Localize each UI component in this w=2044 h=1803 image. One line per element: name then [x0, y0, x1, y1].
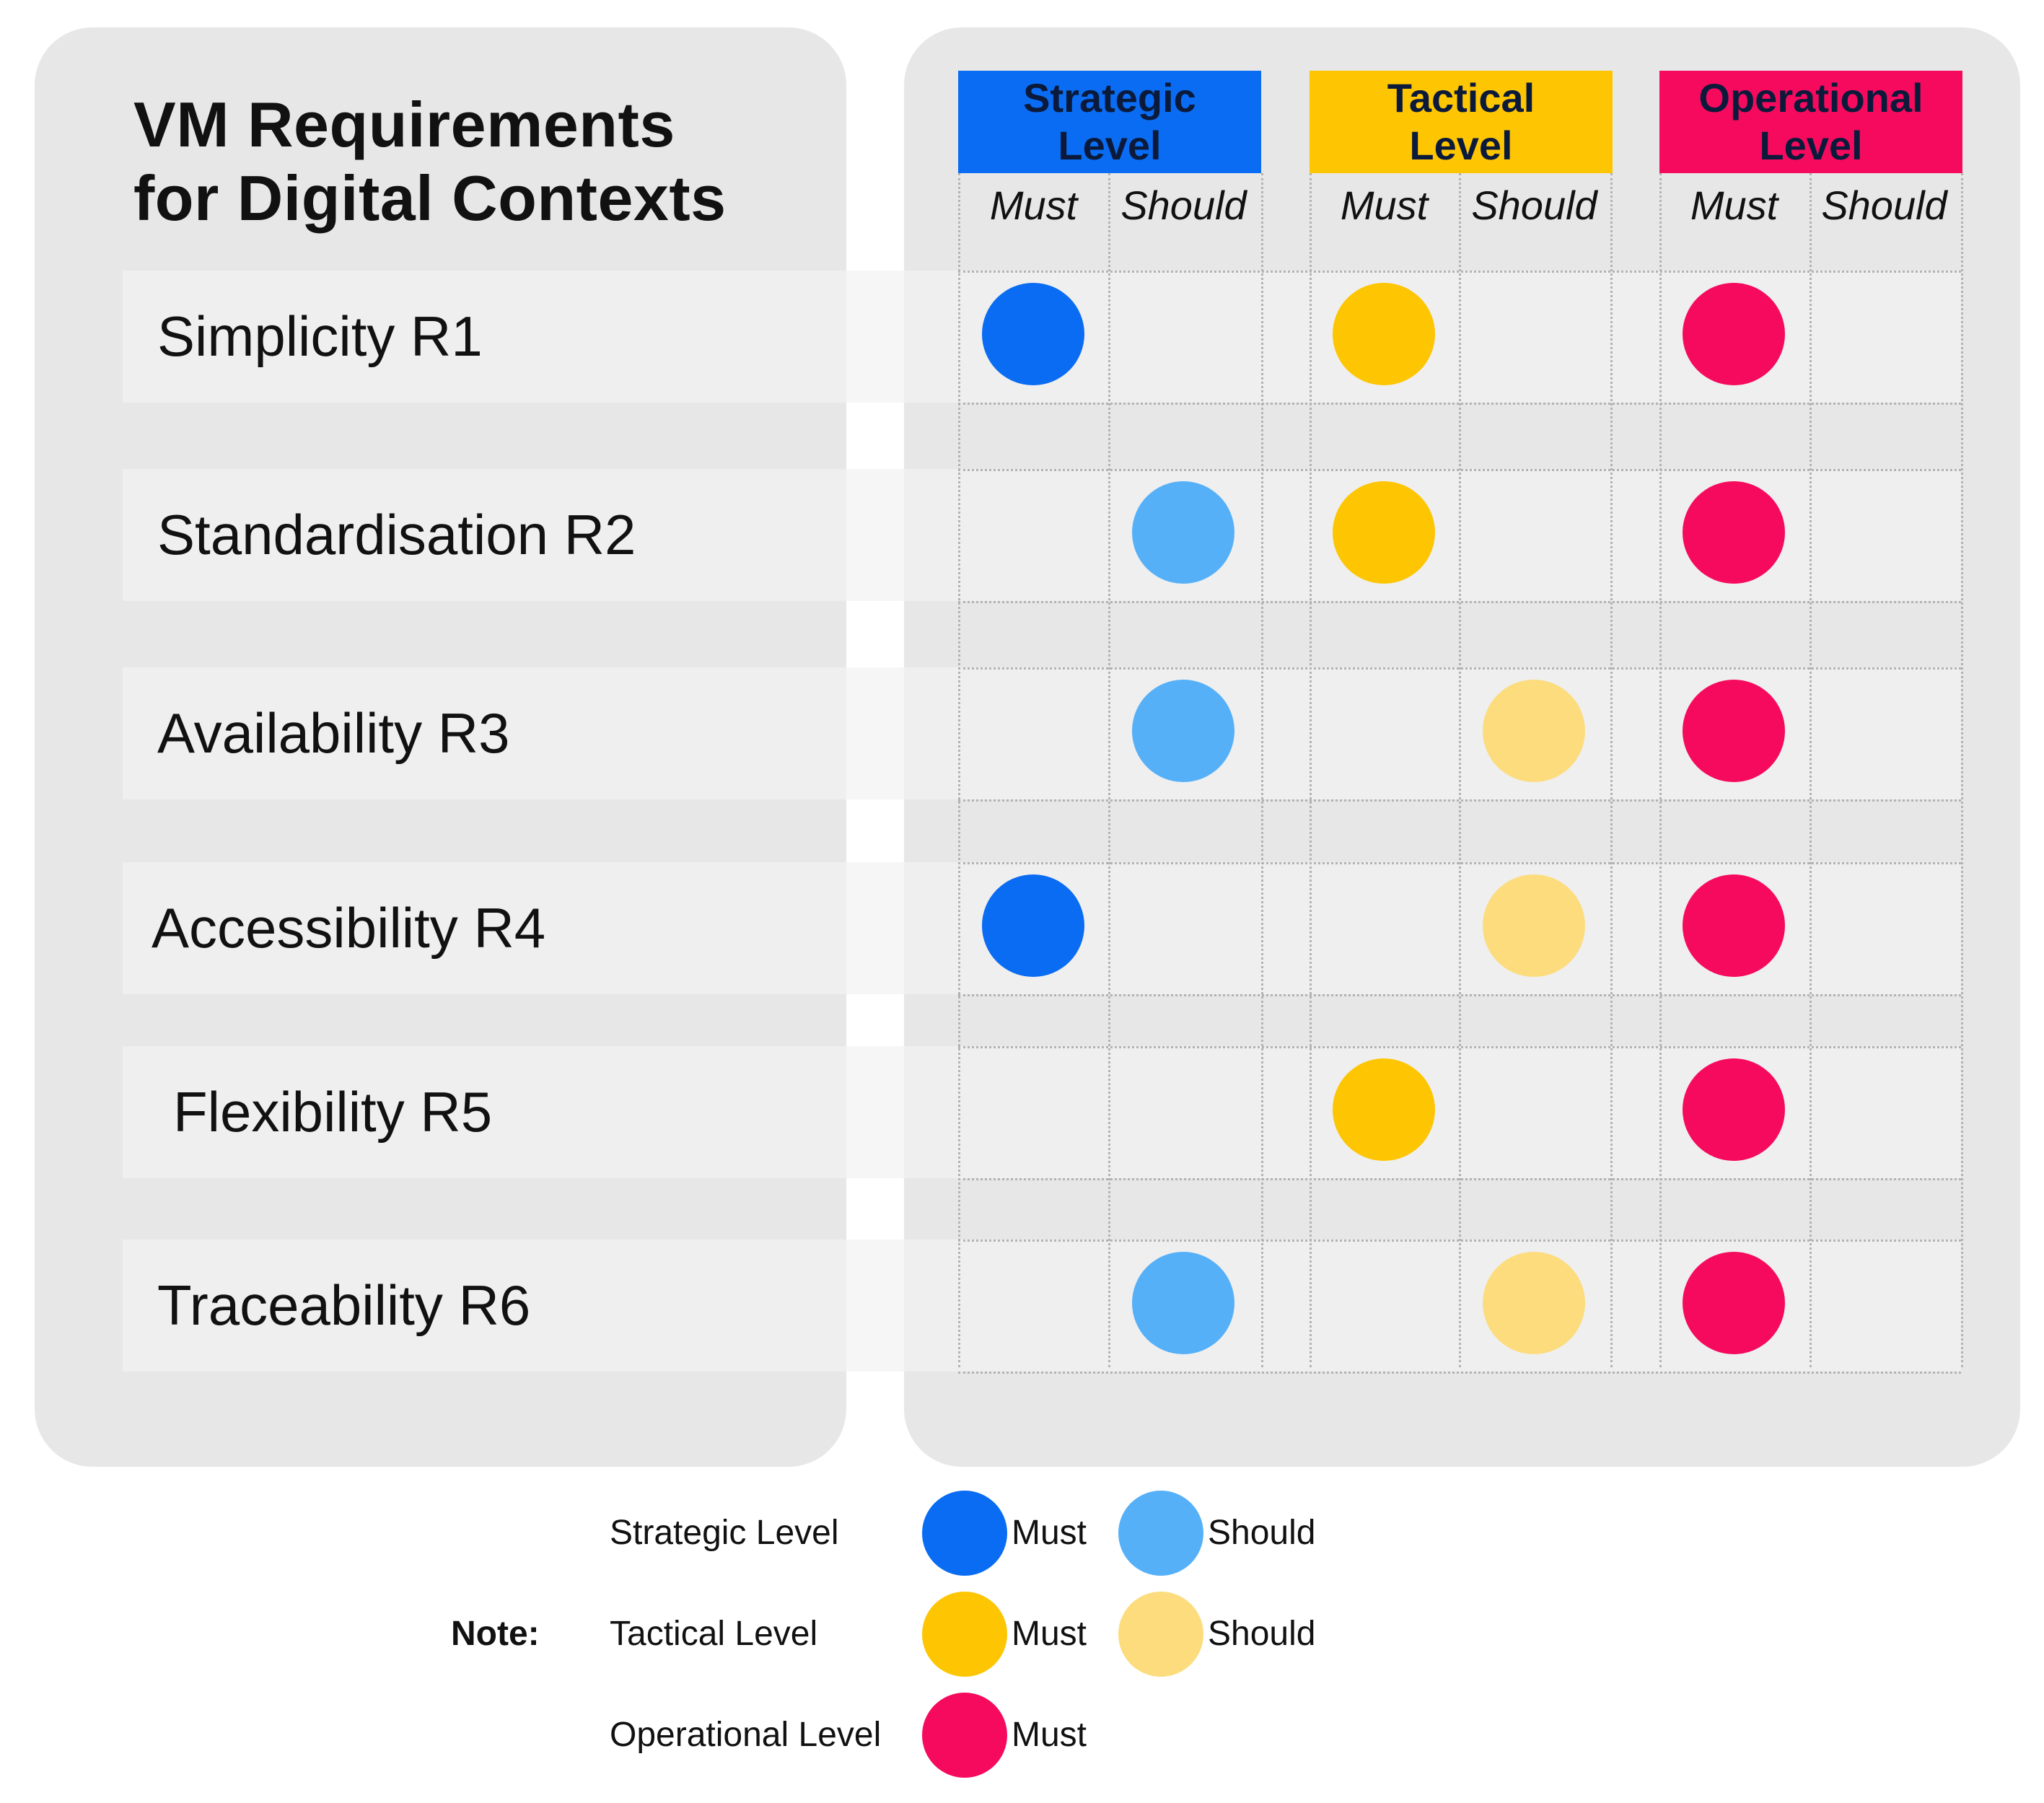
level-header-line: Tactical [1387, 75, 1535, 120]
requirement-dot-must [1683, 282, 1785, 385]
grid-column-line [1261, 173, 1263, 1367]
requirement-label: Availability R3 [157, 701, 510, 765]
requirement-dot-must [1683, 1251, 1785, 1354]
sub-header-must: Must [989, 183, 1078, 228]
grid-row-line [958, 1178, 1961, 1180]
level-header-line: Operational [1698, 75, 1924, 120]
requirement-row-connector [846, 271, 904, 403]
grid-row-line [958, 1240, 1961, 1242]
grid-column-line [1610, 173, 1613, 1367]
sub-header-should: Should [1471, 183, 1597, 228]
level-header-line: Strategic [1023, 75, 1196, 120]
sub-header-must: Must [1690, 183, 1778, 228]
requirement-dot-should [1483, 874, 1585, 977]
legend-item-label: Should [1208, 1615, 1316, 1653]
requirement-row-connector [846, 469, 904, 601]
requirement-row-connector [846, 667, 904, 799]
legend-item-label: Must [1012, 1716, 1087, 1754]
requirement-row-band [123, 469, 1961, 601]
legend-dot-must [922, 1693, 1007, 1778]
requirement-dot-should [1132, 1251, 1234, 1354]
grid-row-line [958, 271, 1961, 273]
requirement-row-connector [846, 862, 904, 994]
grid-column-line [1459, 173, 1461, 1367]
grid-row-line [958, 469, 1961, 471]
grid-row-line [958, 994, 1961, 996]
requirement-dot-must [1333, 481, 1435, 584]
level-header-line: Level [1759, 123, 1863, 168]
sub-header-must: Must [1340, 183, 1429, 228]
legend-dot-must [922, 1592, 1007, 1677]
legend-item-label: Must [1012, 1615, 1087, 1653]
requirement-dot-should [1483, 1251, 1585, 1354]
grid-column-line [1659, 173, 1662, 1367]
level-header-line: Level [1058, 123, 1162, 168]
grid-row-line [958, 862, 1961, 864]
legend-item-label: Should [1208, 1514, 1316, 1552]
sub-header-should: Should [1821, 183, 1947, 228]
sub-header-should: Should [1120, 183, 1247, 228]
legend-level-label: Tactical Level [610, 1615, 818, 1653]
requirement-dot-must [1333, 282, 1435, 385]
title-line-2: for Digital Contexts [133, 162, 727, 234]
requirement-row-band [123, 1046, 1961, 1178]
legend-note-label: Note: [451, 1615, 540, 1653]
requirement-dot-must [1683, 1058, 1785, 1161]
requirement-dot-must [982, 282, 1084, 385]
requirement-label: Traceability R6 [157, 1273, 531, 1337]
title-line-1: VM Requirements [133, 89, 675, 160]
legend-dot-should [1118, 1491, 1203, 1576]
diagram-title: VM Requirements for Digital Contexts [133, 88, 727, 235]
requirement-dot-should [1132, 481, 1234, 584]
requirement-row-band [123, 1240, 1961, 1372]
requirement-dot-must [1683, 481, 1785, 584]
grid-column-line [1961, 173, 1963, 1367]
level-header-line: Level [1409, 123, 1513, 168]
requirement-label: Accessibility R4 [152, 896, 546, 960]
requirement-dot-should [1483, 679, 1585, 782]
grid-column-line [1108, 173, 1110, 1367]
legend-dot-should [1118, 1592, 1203, 1677]
grid-column-line [1310, 173, 1312, 1367]
requirement-dot-must [1683, 679, 1785, 782]
grid-row-line [958, 1372, 1961, 1374]
requirement-row-band [123, 667, 1961, 799]
grid-row-line [958, 601, 1961, 603]
requirement-dot-must [1333, 1058, 1435, 1161]
legend-level-label: Strategic Level [610, 1514, 839, 1552]
grid-row-line [958, 667, 1961, 670]
requirement-dot-must [982, 874, 1084, 977]
requirement-dot-must [1683, 874, 1785, 977]
grid-row-line [958, 1046, 1961, 1048]
grid-column-line [1810, 173, 1812, 1367]
requirement-row-connector [846, 1240, 904, 1372]
grid-row-line [958, 799, 1961, 802]
requirement-label: Flexibility R5 [173, 1080, 493, 1144]
requirement-dot-should [1132, 679, 1234, 782]
requirement-row-connector [846, 1046, 904, 1178]
legend-dot-must [922, 1491, 1007, 1576]
requirement-label: Simplicity R1 [157, 304, 483, 368]
grid-column-line [958, 173, 960, 1367]
legend-level-label: Operational Level [610, 1716, 882, 1754]
requirement-label: Standardisation R2 [157, 503, 636, 566]
legend-item-label: Must [1012, 1514, 1087, 1552]
grid-row-line [958, 403, 1961, 405]
